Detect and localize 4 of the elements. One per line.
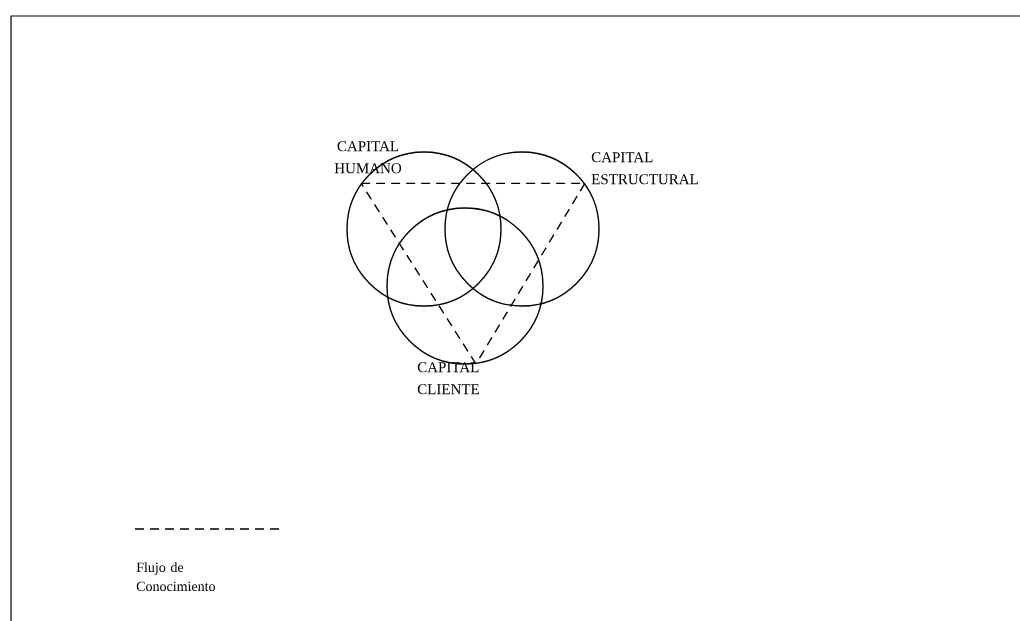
circle-label: CAPITAL ESTRUCTURAL [591,152,698,185]
circle-label: CAPITAL CLIENTE [417,362,479,395]
dashed-line [360,182,477,365]
legend-label: Flujo de Conocimiento [136,562,215,592]
